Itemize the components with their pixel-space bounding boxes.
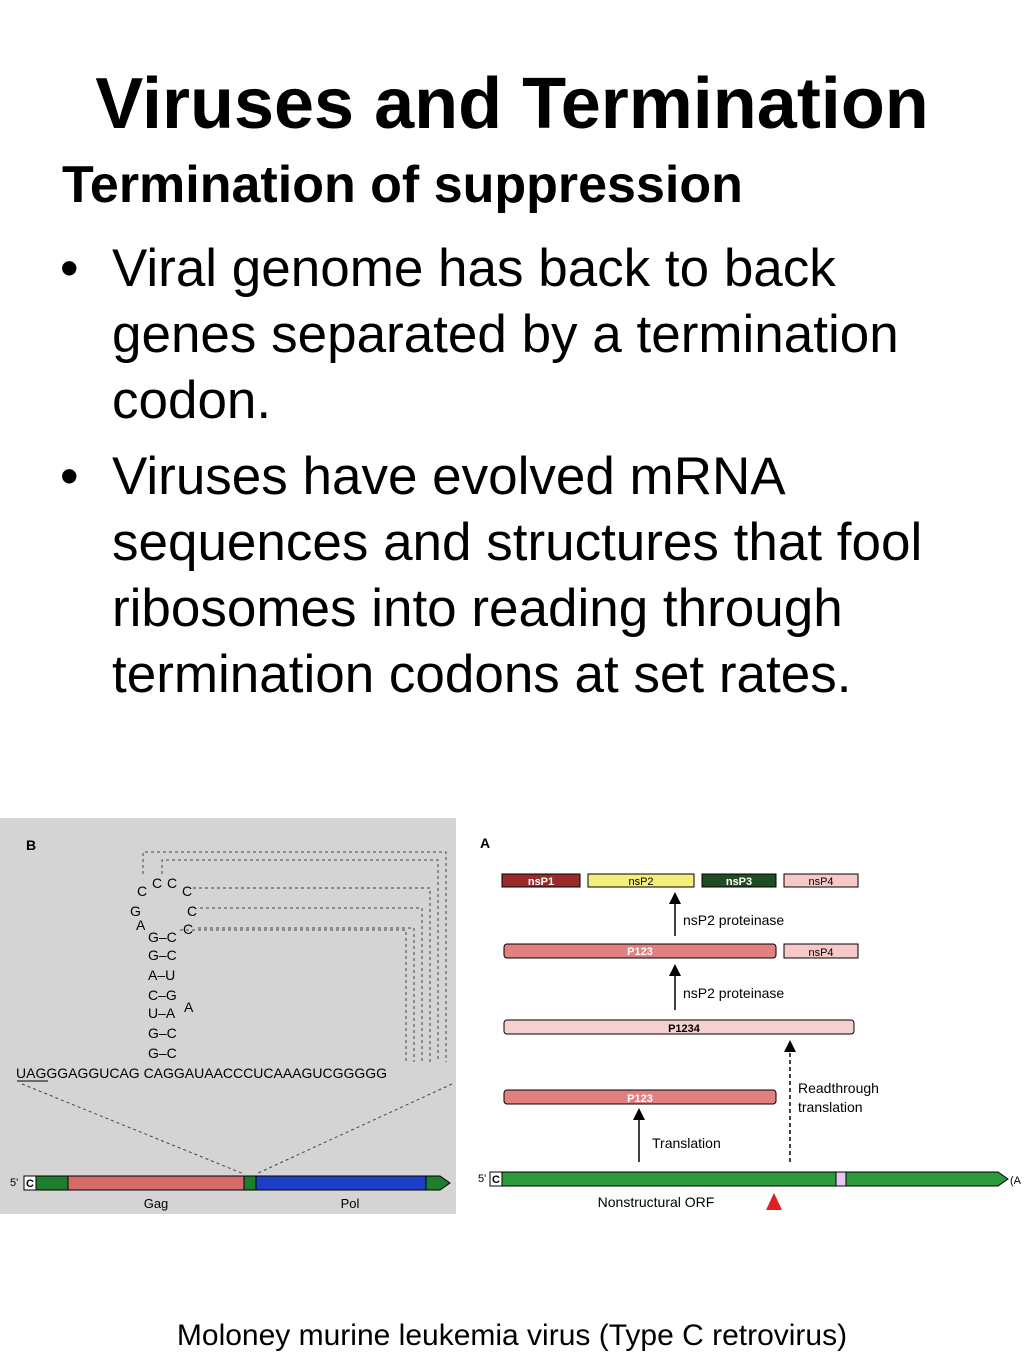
- gag-region: [67, 1175, 245, 1191]
- genome-end-arrow: [425, 1175, 451, 1191]
- stem: G–C G–C A–U C–G U–A G–C G–C: [148, 929, 177, 1061]
- figure-b-panel-label: B: [26, 837, 36, 853]
- stem-pair: G–C: [148, 1025, 177, 1041]
- loop-base: C: [183, 921, 193, 937]
- stem-pair: A–U: [148, 967, 175, 983]
- five-prime-label: 5': [478, 1173, 486, 1185]
- loop-base: C: [182, 883, 192, 899]
- stem-pair: G–C: [148, 1045, 177, 1061]
- nsp4-box-2: [783, 943, 859, 959]
- stem-pair: U–A: [148, 1005, 176, 1021]
- five-prime-label: 5': [10, 1177, 18, 1189]
- loop-base: C: [137, 883, 147, 899]
- p123-label-2: P123: [627, 1093, 653, 1105]
- nsp3-label: nsP3: [726, 876, 752, 888]
- stop-marker-triangle: [766, 1193, 782, 1210]
- orf-label: Nonstructural ORF: [598, 1194, 715, 1210]
- bullet-glyph: •: [60, 447, 79, 506]
- bullet-item: • Viruses have evolved mRNA sequences an…: [60, 444, 970, 708]
- gag-label: Gag: [144, 1196, 169, 1211]
- p123-bar: [503, 943, 777, 959]
- loop-base: C: [152, 875, 162, 891]
- loop-base: A: [136, 917, 146, 933]
- pol-region: [255, 1175, 427, 1191]
- rna-sequence: UAGGGAGGUCAG CAGGAUAACCCUCAAAGUCGGGGG: [16, 1065, 387, 1081]
- slide-subtitle: Termination of suppression: [62, 156, 743, 214]
- figure-b-stemloop: B C C C C C C G A G–C G–C A–U C–G U–A G–…: [0, 818, 456, 1214]
- loop-base: G: [130, 903, 141, 919]
- bullet-text: Viruses have evolved mRNA sequences and …: [112, 447, 923, 704]
- orf-end-arrow: [845, 1171, 1009, 1187]
- arrow-label-2: nsP2 proteinase: [683, 985, 784, 1001]
- bulge-base: A: [184, 999, 194, 1015]
- stem-pair: G–C: [148, 947, 177, 963]
- stem-pair: C–G: [148, 987, 177, 1003]
- readthrough-label-1: Readthrough: [798, 1080, 879, 1096]
- figure-a-panel-label: A: [480, 835, 490, 851]
- nsp4-label: nsP4: [808, 876, 833, 888]
- pol-label: Pol: [341, 1196, 360, 1211]
- p123-label: P123: [627, 946, 653, 958]
- junction-segment: [243, 1175, 257, 1191]
- nsp4-box: [783, 873, 859, 888]
- loop-base: C: [187, 903, 197, 919]
- nsp1-label: nsP1: [528, 876, 554, 888]
- figure-b-background: [0, 818, 456, 1214]
- connector-lines: [21, 1083, 453, 1175]
- polya-tail-label: (A: [1010, 1175, 1022, 1187]
- cap-label: C: [26, 1178, 34, 1190]
- nsp3-box: [701, 873, 777, 888]
- nsp4-label-2: nsP4: [808, 947, 833, 959]
- bullet-glyph: •: [60, 239, 79, 298]
- genome-segment: [35, 1175, 69, 1191]
- readthrough-label-2: translation: [798, 1099, 863, 1115]
- p1234-bar: [503, 1019, 855, 1035]
- figure-a-polyprotein: A nsP1 nsP2 nsP3 nsP4 nsP2 proteinase P1…: [478, 835, 1022, 1210]
- loop-base: C: [167, 875, 177, 891]
- cap-label: C: [492, 1174, 500, 1186]
- p123-bar-2: [503, 1089, 777, 1105]
- nsp1-box: [501, 873, 581, 888]
- translation-label: Translation: [652, 1135, 721, 1151]
- slide-title: Viruses and Termination: [95, 64, 929, 144]
- p1234-label: P1234: [668, 1023, 701, 1035]
- nsp2-label: nsP2: [628, 876, 653, 888]
- bullet-list: • Viral genome has back to back genes se…: [60, 236, 970, 718]
- pseudoknot-lines: [142, 851, 447, 1062]
- figure-caption: Moloney murine leukemia virus (Type C re…: [176, 1319, 848, 1352]
- bullet-item: • Viral genome has back to back genes se…: [60, 236, 970, 434]
- arrow-label-1: nsP2 proteinase: [683, 912, 784, 928]
- stop-codon-box: [835, 1171, 847, 1187]
- orf-bar: [501, 1171, 837, 1187]
- bullet-text: Viral genome has back to back genes sepa…: [112, 239, 899, 430]
- nsp2-box: [587, 873, 695, 888]
- stem-pair: G–C: [148, 929, 177, 945]
